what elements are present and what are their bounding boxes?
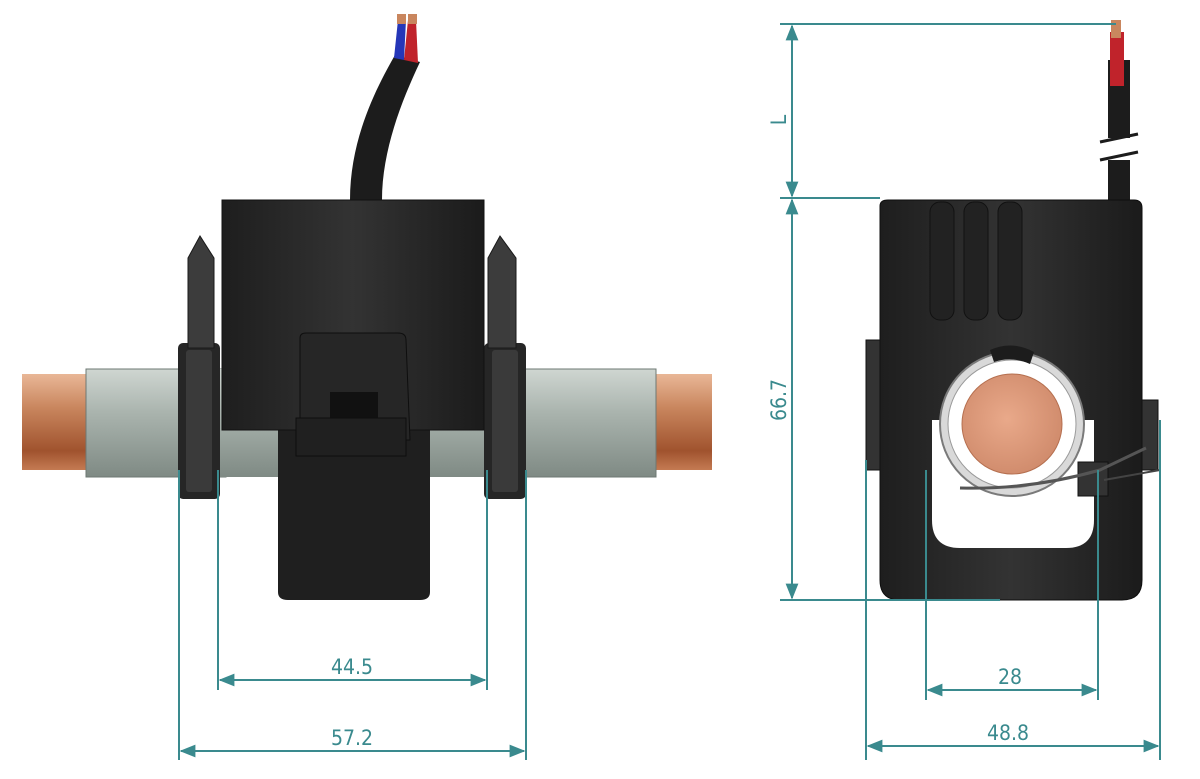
front-housing: [221, 199, 485, 431]
side-red-wire: [1110, 32, 1124, 86]
latch-right: [487, 235, 517, 349]
dim-label-66-7: 66.7: [767, 379, 791, 421]
side-view: [865, 20, 1161, 601]
dimension-lines: [178, 23, 1161, 760]
front-clip: [299, 332, 411, 441]
copper-pipe-left: [22, 374, 90, 470]
blue-wire: [394, 20, 406, 60]
dim-label-48-8: 48.8: [987, 721, 1029, 745]
red-wire: [404, 20, 418, 63]
dim-label-28: 28: [998, 665, 1022, 689]
dimension-labels: 44.5 57.2 L 66.7 28 48.8: [331, 114, 1029, 750]
latch-left: [187, 235, 215, 349]
dim-label-L: L: [767, 114, 791, 125]
pipe-end-copper: [961, 373, 1063, 475]
side-cable: [1099, 20, 1139, 202]
dim-label-44-5: 44.5: [331, 655, 373, 679]
core-loop: [278, 420, 430, 600]
dim-label-57-2: 57.2: [331, 726, 373, 750]
copper-pipe-right: [650, 374, 712, 470]
front-cable: [350, 14, 420, 200]
housing-ribs: [929, 201, 1023, 321]
front-view: [22, 14, 712, 600]
